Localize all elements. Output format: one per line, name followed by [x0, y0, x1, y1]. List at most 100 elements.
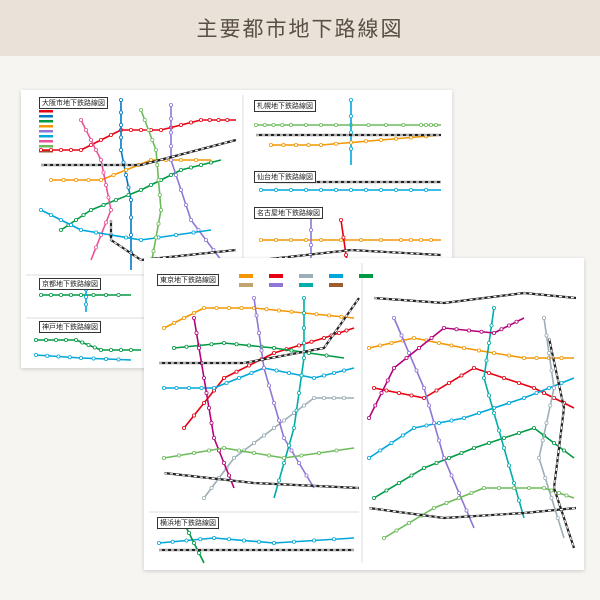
station-marker	[516, 381, 521, 386]
panel-title-yokohama: 横浜地下鉄路線図	[157, 517, 219, 529]
station-marker	[104, 356, 109, 361]
station-marker	[491, 410, 496, 415]
station-marker	[338, 217, 343, 222]
station-marker	[371, 385, 376, 390]
station-marker	[289, 348, 294, 353]
station-marker	[168, 144, 173, 149]
station-marker	[491, 331, 496, 336]
station-marker	[491, 351, 496, 356]
station-marker	[343, 252, 348, 257]
station-marker	[399, 333, 404, 338]
station-marker	[534, 390, 539, 395]
station-marker	[129, 232, 134, 237]
station-marker	[299, 373, 304, 378]
route-line	[483, 307, 525, 519]
station-marker	[506, 353, 511, 358]
panel-title-nagoya: 名古屋地下鉄路線図	[254, 207, 323, 219]
station-marker	[461, 346, 466, 351]
station-marker	[187, 385, 192, 390]
station-marker	[109, 208, 114, 213]
legend-swatch	[269, 274, 283, 278]
station-marker	[99, 178, 104, 183]
station-marker	[381, 535, 386, 540]
station-marker	[546, 351, 551, 356]
station-marker	[168, 130, 173, 135]
legend-swatch	[269, 283, 283, 287]
station-marker	[333, 123, 338, 128]
route-line	[547, 337, 576, 549]
station-marker	[378, 138, 383, 143]
station-marker	[253, 123, 258, 128]
station-marker	[161, 455, 166, 460]
station-marker	[227, 306, 232, 311]
legend-swatch	[239, 274, 253, 278]
station-marker	[124, 168, 129, 173]
station-marker	[139, 128, 144, 133]
station-marker	[69, 292, 74, 297]
station-marker	[258, 237, 263, 242]
station-marker	[38, 148, 43, 153]
station-marker	[511, 485, 516, 490]
station-marker	[153, 235, 158, 240]
station-marker	[257, 331, 262, 336]
station-marker	[544, 333, 549, 338]
station-marker	[379, 390, 384, 395]
station-marker	[94, 230, 99, 235]
station-marker	[99, 138, 104, 143]
station-marker	[409, 393, 414, 398]
station-marker	[227, 537, 232, 542]
station-marker	[296, 343, 301, 348]
station-marker	[203, 237, 208, 242]
station-marker	[197, 346, 202, 351]
station-marker	[54, 337, 59, 342]
station-marker	[401, 123, 406, 128]
station-marker	[366, 455, 371, 460]
station-marker	[79, 292, 84, 297]
station-marker	[119, 148, 124, 153]
station-marker	[173, 232, 178, 237]
station-marker	[288, 237, 293, 242]
station-marker	[84, 294, 89, 299]
station-marker	[252, 296, 257, 301]
route-line	[373, 292, 577, 304]
station-marker	[373, 403, 378, 408]
station-marker	[81, 213, 86, 218]
station-marker	[59, 292, 64, 297]
station-marker	[311, 538, 316, 543]
station-marker	[544, 420, 549, 425]
station-marker	[549, 488, 554, 493]
station-marker	[486, 371, 491, 376]
station-marker	[48, 178, 53, 183]
station-marker	[86, 342, 91, 347]
station-marker	[449, 418, 454, 423]
station-marker	[393, 136, 398, 141]
station-marker	[142, 117, 147, 122]
station-marker	[301, 296, 306, 301]
legend-swatch	[39, 110, 53, 113]
route-line	[41, 138, 237, 167]
station-marker	[406, 520, 411, 525]
station-marker	[531, 425, 536, 430]
station-marker	[79, 227, 84, 232]
station-marker	[564, 493, 569, 498]
station-marker	[423, 188, 428, 193]
station-marker	[211, 247, 216, 252]
station-marker	[188, 120, 193, 125]
station-marker	[301, 326, 306, 331]
station-marker	[148, 183, 153, 188]
station-marker	[341, 395, 346, 400]
station-marker	[161, 326, 166, 331]
station-marker	[38, 292, 43, 297]
legend-swatch	[239, 283, 253, 287]
front-map-sheet: 東京地下鉄路線図 横浜地下鉄路線図	[144, 258, 584, 570]
station-marker	[421, 385, 426, 390]
station-marker	[384, 388, 389, 393]
station-marker	[129, 215, 134, 220]
station-marker	[341, 235, 346, 240]
station-marker	[301, 403, 306, 408]
station-marker	[378, 237, 383, 242]
station-marker	[288, 188, 293, 193]
station-marker	[446, 381, 451, 386]
station-marker	[124, 235, 129, 240]
station-marker	[126, 185, 131, 190]
